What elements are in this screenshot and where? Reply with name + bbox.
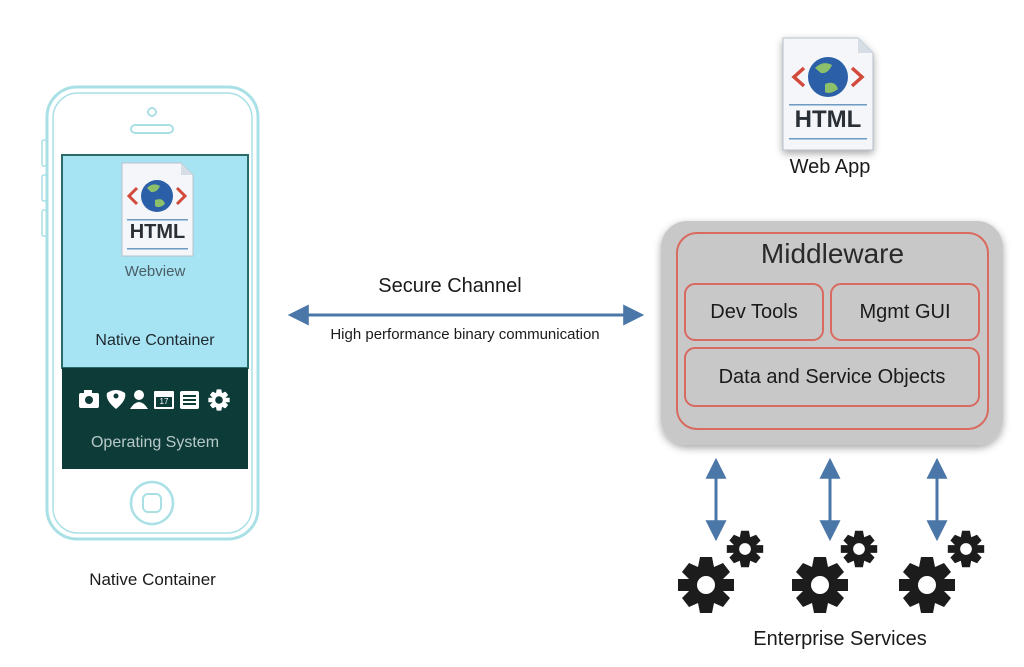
- mgmt-gui-label: Mgmt GUI: [859, 301, 951, 323]
- dev-tools-label: Dev Tools: [710, 301, 798, 323]
- webview-html-badge: HTML: [129, 221, 186, 243]
- phone-device: [41, 85, 260, 541]
- secure-channel-title: Secure Channel: [378, 275, 522, 297]
- os-bar: [62, 368, 248, 469]
- webview-html-document-icon: [121, 162, 194, 257]
- enterprise-gear-cluster-3: [899, 530, 985, 613]
- native-container-label: Native Container: [95, 332, 215, 349]
- calendar-day-label: 17: [159, 397, 169, 406]
- enterprise-gear-cluster-2: [792, 530, 878, 613]
- secure-channel-subtitle: High performance binary communication: [330, 326, 600, 343]
- webview-label: Webview: [124, 263, 186, 280]
- os-label: Operating System: [90, 434, 220, 451]
- camera-icon: [79, 390, 99, 408]
- mgmt-gui-box: [830, 283, 980, 341]
- middleware-title: Middleware: [760, 238, 905, 269]
- middleware-inner-border: [676, 232, 989, 430]
- web-app-html-badge: HTML: [794, 106, 862, 133]
- person-icon: [130, 390, 148, 409]
- location-pin-icon: [106, 390, 126, 409]
- web-app-label: Web App: [789, 156, 871, 178]
- gear-icon: [208, 389, 230, 411]
- dev-tools-box: [684, 283, 824, 341]
- calendar-icon: [154, 391, 174, 409]
- data-service-objects-label: Data and Service Objects: [718, 366, 946, 388]
- data-service-objects-box: [684, 347, 980, 407]
- os-icons: [79, 389, 230, 411]
- enterprise-gear-cluster-1: [678, 530, 764, 613]
- enterprise-services-label: Enterprise Services: [753, 628, 927, 650]
- list-icon: [180, 391, 199, 409]
- phone-caption: Native Container: [89, 570, 216, 589]
- web-app-html-document-icon: [782, 37, 874, 151]
